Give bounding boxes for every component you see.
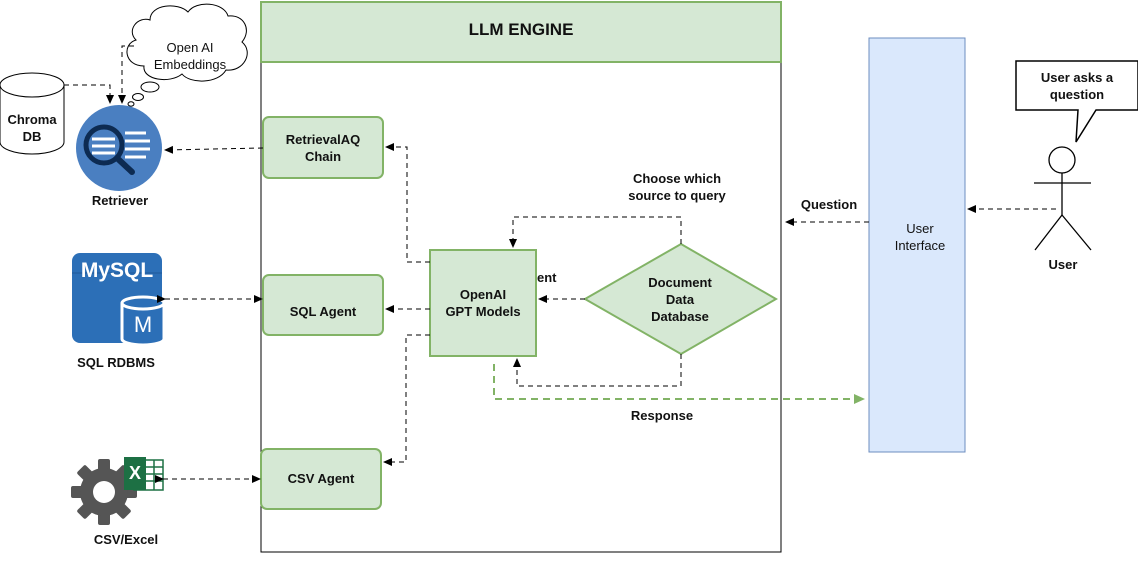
edge-chain-retriever [164,145,264,154]
mysql-icon [72,253,166,347]
question-label: Question [800,197,858,212]
edge-response [493,364,865,404]
user-callout-text: User asks a question [1040,70,1114,102]
user-interface-label: User Interface [894,221,946,253]
mysql-db-letter: M [133,312,153,337]
user-figure [1034,146,1092,251]
choose-source-label: Choose which source to query [628,171,726,203]
retriever-icon [76,105,162,191]
edge-gpt-csv-agent [383,334,430,466]
connectors [64,45,1056,483]
decision-label: Document Data Database [648,275,712,324]
chroma-db-cylinder [0,72,65,155]
sql-rdbms-label: SQL RDBMS [77,355,155,370]
llm-engine-title: LLM ENGINE [468,20,574,39]
chroma-db-label: Chroma DB [7,112,57,144]
csv-excel-label: CSV/Excel [93,532,159,547]
partial-edge-label: ent [537,270,557,285]
edge-decision-gpt-bottom [513,354,682,387]
sql-agent-node [262,274,384,336]
decision-diamond [582,242,778,356]
embeddings-cloud [126,3,248,107]
edge-embeddings-retriever [118,45,134,104]
csv-agent-label: CSV Agent [287,471,355,486]
excel-letter: X [128,463,141,483]
user-interface-panel [868,37,966,453]
edge-decision-gpt-top [509,216,682,248]
openai-gpt-label: OpenAI GPT Models [445,287,521,319]
sql-agent-label: SQL Agent [289,304,357,319]
edge-chroma-retriever [64,84,114,104]
retriever-label: Retriever [91,193,149,208]
embeddings-label: Open AI Embeddings [153,40,227,72]
user-label: User [1048,257,1078,272]
llm-engine-header [260,1,782,63]
edge-gpt-chain [385,143,430,263]
csv-agent-node [260,448,382,510]
openai-gpt-node [429,249,537,357]
mysql-logo-text: MySQL [80,259,154,282]
gear-excel-icon [71,457,164,525]
retrieval-chain-label: RetrievalAQ Chain [285,132,361,164]
response-label: Response [630,408,694,423]
retrieval-chain-node [262,116,384,179]
user-callout-bubble [1015,60,1138,143]
